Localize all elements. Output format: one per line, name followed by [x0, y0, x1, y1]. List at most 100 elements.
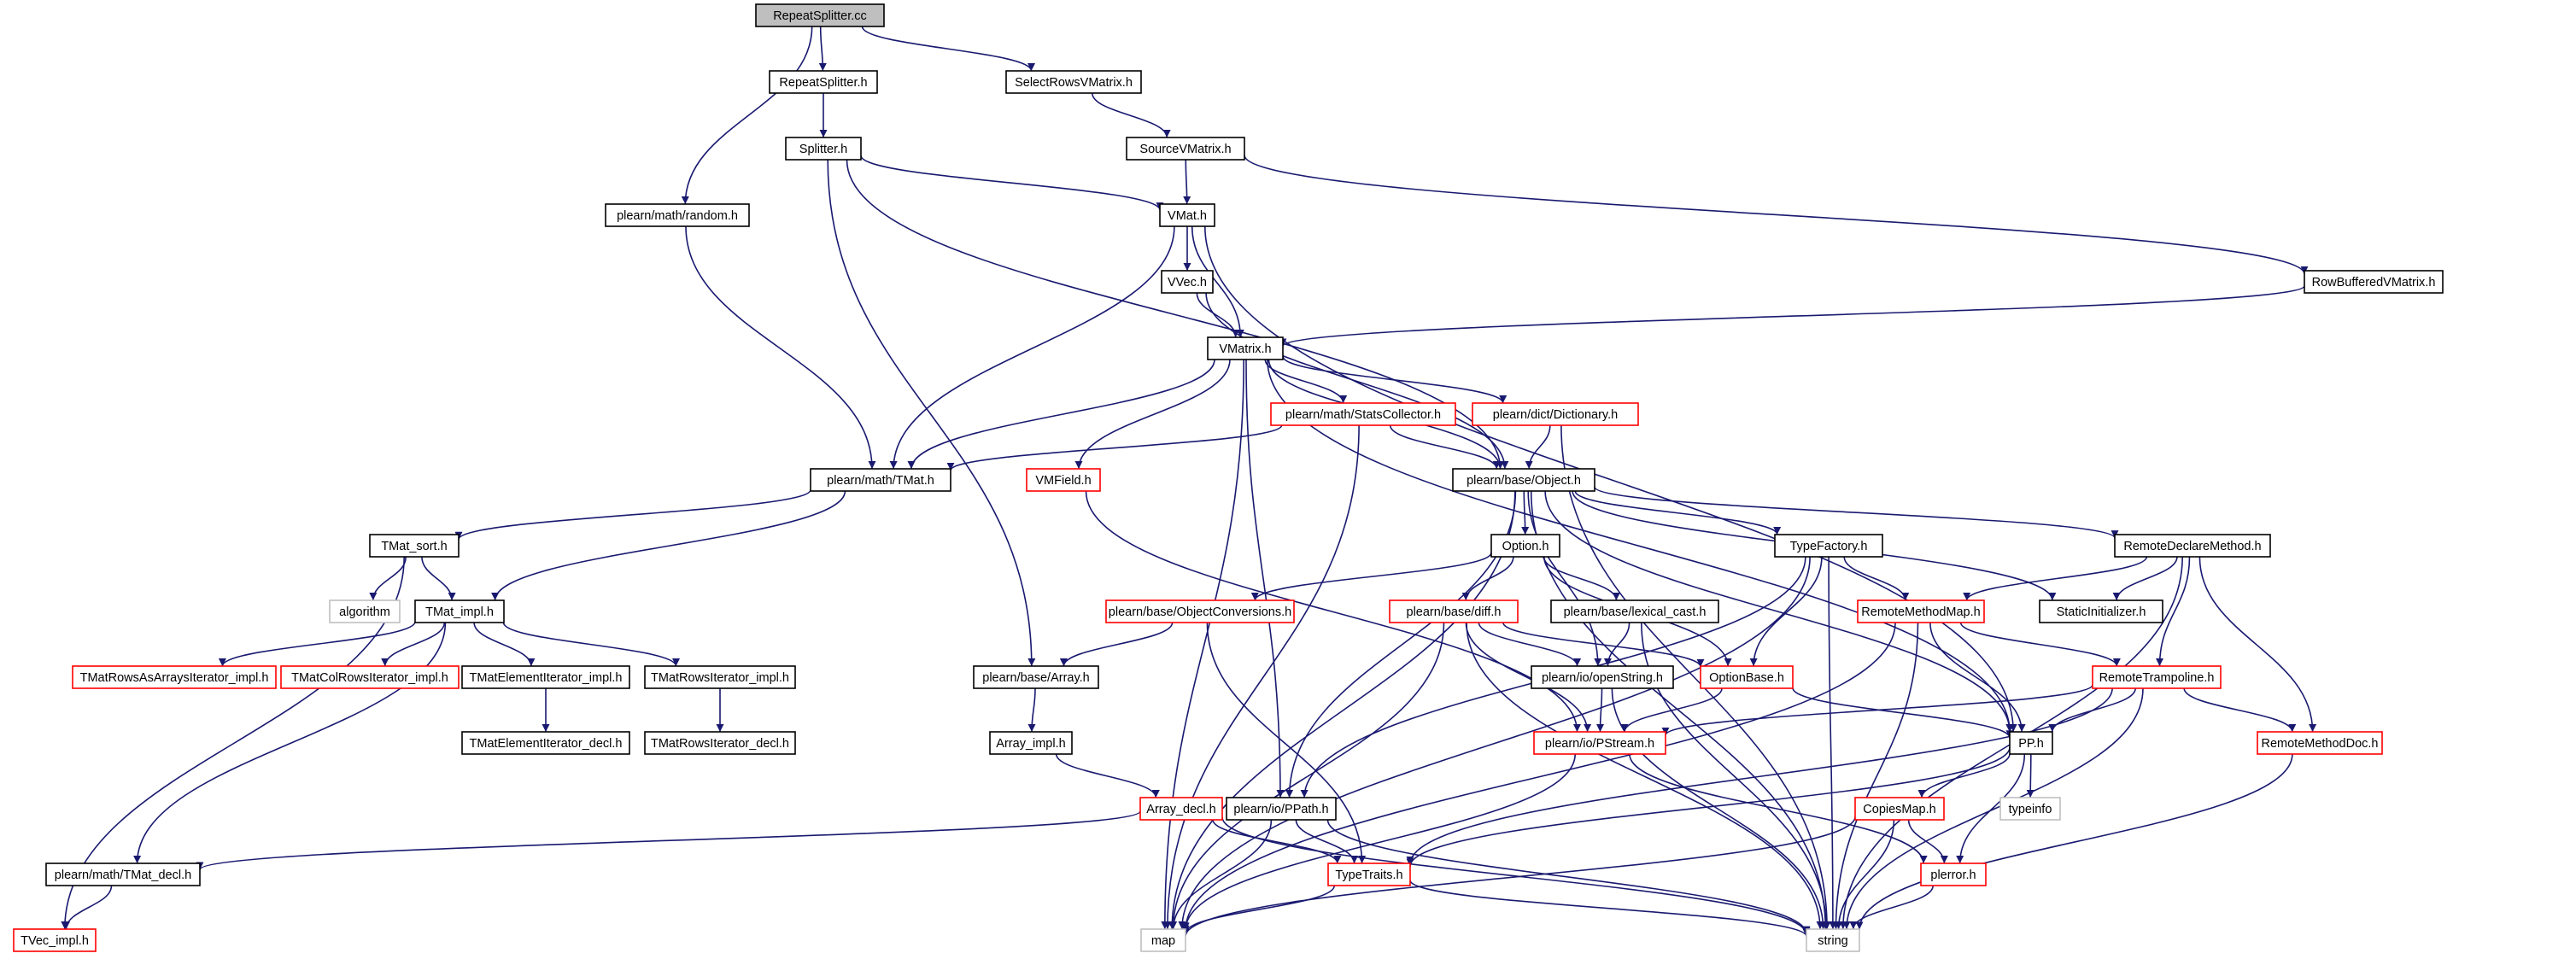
edge-copies_map_h-to-string	[1835, 819, 1895, 930]
node-box	[461, 731, 630, 755]
node-label: Option.h	[1502, 540, 1549, 553]
node-box	[1774, 534, 1883, 558]
edge-diff_h-to-map	[1169, 622, 1445, 930]
edge-tmat_impl_h-to-tmat_decl_h	[133, 622, 447, 864]
node-box	[45, 863, 201, 886]
node-tvec-impl-h[interactable]: TVec_impl.h	[13, 928, 97, 952]
node-repeat-splitter-h[interactable]: RepeatSplitter.h	[769, 70, 878, 94]
node-array-h[interactable]: plearn/base/Array.h	[973, 665, 1099, 689]
node-box	[1026, 468, 1101, 492]
node-label: plearn/math/TMat_decl.h	[55, 868, 191, 882]
edge-tmat_h-to-tmat_sort_h	[454, 489, 811, 541]
node-array-impl-h[interactable]: Array_impl.h	[989, 731, 1073, 755]
node-tmat-decl-h[interactable]: plearn/math/TMat_decl.h	[45, 863, 201, 886]
node-label: RemoteMethodMap.h	[1861, 605, 1980, 619]
node-splitter-h[interactable]: Splitter.h	[785, 137, 862, 161]
edge-select_rows_vmatrix_h-to-source_vmatrix_h	[1092, 92, 1171, 138]
node-plearn-math-random-h[interactable]: plearn/math/random.h	[605, 203, 750, 227]
node-box	[1472, 402, 1639, 426]
node-vvec-h[interactable]: VVec.h	[1161, 270, 1214, 294]
node-tmat-impl-h[interactable]: TMat_impl.h	[414, 599, 505, 623]
edge-ppath_h-to-type_traits_h	[1295, 819, 1359, 864]
node-option-base-h[interactable]: OptionBase.h	[1700, 665, 1794, 689]
node-label: Splitter.h	[799, 143, 847, 156]
edge-repeat_splitter_cc-to-select_rows_vmatrix_h	[861, 26, 1035, 72]
node-box	[1126, 137, 1245, 161]
edge-option_base_h-to-pstream_h	[1620, 687, 1723, 733]
edge-diff_h-to-open_string_h	[1478, 622, 1582, 667]
node-box	[2257, 731, 2383, 755]
node-vmatrix-h[interactable]: VMatrix.h	[1207, 336, 1284, 360]
node-pstream-h[interactable]: plearn/io/PStream.h	[1533, 731, 1666, 755]
node-remote-declare-method-h[interactable]: RemoteDeclareMethod.h	[2114, 534, 2271, 558]
node-tmat-col-rows-iterator-impl-h[interactable]: TMatColRowsIterator_impl.h	[280, 665, 460, 689]
node-type-factory-h[interactable]: TypeFactory.h	[1774, 534, 1883, 558]
node-box	[769, 70, 878, 94]
edge-source_vmatrix_h-to-row_buffered_vmatrix_h	[1244, 155, 2309, 275]
edge-remote_trampoline_h-to-pstream_h	[1661, 684, 2093, 736]
node-box	[1531, 665, 1674, 689]
node-vmat-h[interactable]: VMat.h	[1159, 203, 1215, 227]
edge-type_factory_h-to-string	[1828, 556, 1837, 930]
node-plerror-h[interactable]: plerror.h	[1920, 863, 1987, 886]
node-tmat-rows-iterator-decl-h[interactable]: TMatRowsIterator_decl.h	[644, 731, 796, 755]
node-tmat-h[interactable]: plearn/math/TMat.h	[810, 468, 951, 492]
node-box	[369, 534, 460, 558]
node-array-decl-h[interactable]: Array_decl.h	[1139, 797, 1223, 821]
node-pp-h[interactable]: PP.h	[2009, 731, 2053, 755]
node-box	[1105, 599, 1295, 623]
node-ppath-h[interactable]: plearn/io/PPath.h	[1226, 797, 1337, 821]
node-copies-map-h[interactable]: CopiesMap.h	[1854, 797, 1945, 821]
node-box	[329, 599, 401, 623]
edge-vmatrix_h-to-ppath_h	[1245, 359, 1285, 798]
node-lexical-cast-h[interactable]: plearn/base/lexical_cast.h	[1550, 599, 1719, 623]
edge-lexical_cast_h-to-open_string_h	[1603, 622, 1630, 667]
node-box	[2114, 534, 2271, 558]
edge-row_buffered_vmatrix_h-to-vmatrix_h	[1279, 285, 2305, 348]
node-label: plearn/base/Array.h	[982, 671, 1089, 685]
node-tmat-element-iterator-decl-h[interactable]: TMatElementIterator_decl.h	[461, 731, 630, 755]
node-static-initializer-h[interactable]: StaticInitializer.h	[2039, 599, 2163, 623]
node-object-h[interactable]: plearn/base/Object.h	[1452, 468, 1595, 492]
node-object-conversions-h[interactable]: plearn/base/ObjectConversions.h	[1105, 599, 1295, 623]
node-box	[644, 665, 796, 689]
node-option-h[interactable]: Option.h	[1490, 534, 1560, 558]
edge-object_h-to-remote_declare_method_h	[1594, 486, 2119, 539]
node-label: RemoteDeclareMethod.h	[2123, 540, 2261, 553]
node-source-vmatrix-h[interactable]: SourceVMatrix.h	[1126, 137, 1245, 161]
node-remote-method-doc-h[interactable]: RemoteMethodDoc.h	[2257, 731, 2383, 755]
node-type-traits-h[interactable]: TypeTraits.h	[1327, 863, 1411, 886]
node-tmat-rows-as-arrays-iterator-impl-h[interactable]: TMatRowsAsArraysIterator_impl.h	[72, 665, 277, 689]
node-box	[785, 137, 862, 161]
node-box	[13, 928, 97, 952]
node-diff-h[interactable]: plearn/base/diff.h	[1389, 599, 1519, 623]
node-vmfield-h[interactable]: VMField.h	[1026, 468, 1101, 492]
node-remote-method-map-h[interactable]: RemoteMethodMap.h	[1857, 599, 1985, 623]
node-open-string-h[interactable]: plearn/io/openString.h	[1531, 665, 1674, 689]
edge-vmatrix_h-to-map	[1161, 359, 1244, 930]
node-tmat-element-iterator-impl-h[interactable]: TMatElementIterator_impl.h	[461, 665, 630, 689]
node-dictionary-h[interactable]: plearn/dict/Dictionary.h	[1472, 402, 1639, 426]
node-label: Array_impl.h	[996, 737, 1065, 751]
edge-pstream_h-to-plerror_h	[1629, 753, 1928, 864]
node-select-rows-vmatrix-h[interactable]: SelectRowsVMatrix.h	[1005, 70, 1142, 94]
node-tmat-rows-iterator-impl-h[interactable]: TMatRowsIterator_impl.h	[644, 665, 796, 689]
node-remote-trampoline-h[interactable]: RemoteTrampoline.h	[2092, 665, 2222, 689]
node-typeinfo: typeinfo	[1999, 797, 2061, 821]
edge-vmatrix_h-to-vmfield_h	[1074, 359, 1231, 470]
edge-remote_trampoline_h-to-remote_method_doc_h	[2183, 687, 2297, 733]
node-row-buffered-vmatrix-h[interactable]: RowBufferedVMatrix.h	[2304, 270, 2444, 294]
node-label: VMField.h	[1035, 474, 1091, 488]
node-label: SourceVMatrix.h	[1139, 143, 1231, 156]
edge-array_decl_h-to-string	[1221, 816, 1811, 935]
node-label: typeinfo	[2009, 803, 2052, 816]
node-tmat-sort-h[interactable]: TMat_sort.h	[369, 534, 460, 558]
node-label: RemoteMethodDoc.h	[2261, 737, 2378, 751]
edge-vvec_h-to-object_h	[1205, 292, 1509, 470]
node-stats-collector-h[interactable]: plearn/math/StatsCollector.h	[1270, 402, 1456, 426]
edge-tmat_sort_h-to-tmat_impl_h	[421, 556, 456, 601]
node-repeat-splitter-cc[interactable]: RepeatSplitter.cc	[755, 3, 885, 27]
edge-copies_map_h-to-plerror_h	[1907, 819, 1948, 864]
edge-tmat_impl_h-to-tmat_rows_iterator_impl_h	[502, 622, 680, 667]
